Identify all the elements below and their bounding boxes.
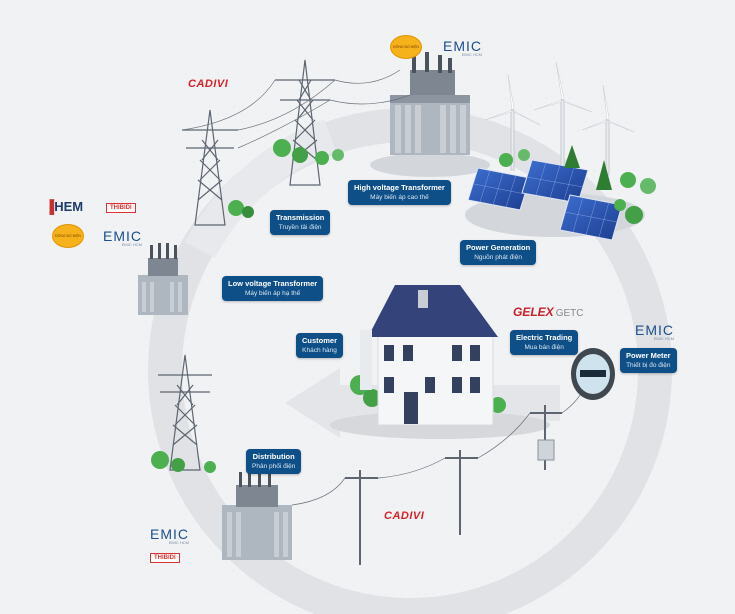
emic-logo-top-text: EMIC [443, 38, 482, 54]
thibidi-logo-left: THIBIDI [106, 203, 136, 213]
low-voltage-transformer-label: Low voltage Transformer Máy biến áp hạ t… [222, 276, 324, 301]
high-voltage-transformer-label: High voltage Transformer Máy biến áp cao… [348, 180, 451, 205]
low-voltage-transformer-art [138, 243, 188, 315]
electric-trading-label: Electric Trading Mua bán điện [510, 330, 579, 355]
customer-house [360, 285, 498, 426]
power-meter-label: Power Meter Thiết bị đo điện [620, 348, 677, 373]
thibidi-logo-bottom: THIBIDI [150, 553, 180, 563]
dong-bo-logo-top: ĐÔNG BỐ ĐIỆN [390, 35, 422, 59]
emic-logo-left-text: EMIC [103, 228, 142, 244]
emic-logo-bottom-text: EMIC [150, 526, 189, 542]
power-meter-title: Power Meter [626, 351, 671, 360]
solar-panels [467, 159, 623, 241]
transmission-title: Transmission [276, 213, 325, 222]
trees [151, 139, 656, 473]
getc-logo-text: GETC [555, 308, 584, 319]
cadivi-logo-bottom: CADIVI [384, 510, 425, 522]
hem-logo: ▐HEM [45, 199, 84, 214]
distribution-title: Distribution [252, 452, 295, 461]
low-voltage-transformer-title: Low voltage Transformer [228, 279, 318, 288]
power-meter-art [571, 348, 615, 400]
emic-logo-left-sub: EMIC HCM [121, 242, 142, 247]
emic-logo-right-text: EMIC [635, 322, 674, 338]
electric-trading-title: Electric Trading [516, 333, 573, 342]
emic-logo-top-sub: EMIC HCM [461, 52, 482, 57]
high-voltage-transformer-art [390, 52, 470, 155]
low-voltage-transformer-subtitle: Máy biến áp hạ thế [244, 290, 301, 297]
utility-poles [345, 405, 562, 565]
transmission-tower-lower [158, 354, 212, 471]
customer-title: Customer [302, 336, 338, 345]
power-generation-subtitle: Nguồn phát điện [474, 254, 522, 261]
distribution-label: Distribution Phân phối điện [246, 449, 302, 474]
distribution-subtitle: Phân phối điện [252, 463, 296, 470]
hem-logo-text: HEM [54, 199, 84, 214]
power-meter-subtitle: Thiết bị đo điện [626, 362, 671, 369]
power-generation-title: Power Generation [466, 243, 531, 252]
emic-logo-right-sub: EMIC HCM [653, 336, 674, 341]
transmission-tower-left [182, 109, 238, 226]
customer-label: Customer Khách hàng [296, 333, 344, 358]
transmission-subtitle: Truyền tải điện [278, 224, 322, 231]
electric-trading-subtitle: Mua bán điện [524, 344, 564, 351]
gelex-logo-text: GELEX [513, 305, 554, 319]
power-generation-label: Power Generation Nguồn phát điện [460, 240, 537, 265]
customer-subtitle: Khách hàng [302, 347, 337, 354]
transmission-label: Transmission Truyền tải điện [270, 210, 331, 235]
emic-logo-bottom-sub: EMIC HCM [168, 540, 189, 545]
distribution-transformer-art [222, 470, 292, 560]
high-voltage-transformer-subtitle: Máy biến áp cao thế [370, 194, 429, 201]
high-voltage-transformer-title: High voltage Transformer [354, 183, 445, 192]
dong-bo-logo-left: ĐÔNG BỐ ĐIỆN [52, 224, 84, 248]
cadivi-logo-top: CADIVI [188, 78, 229, 90]
